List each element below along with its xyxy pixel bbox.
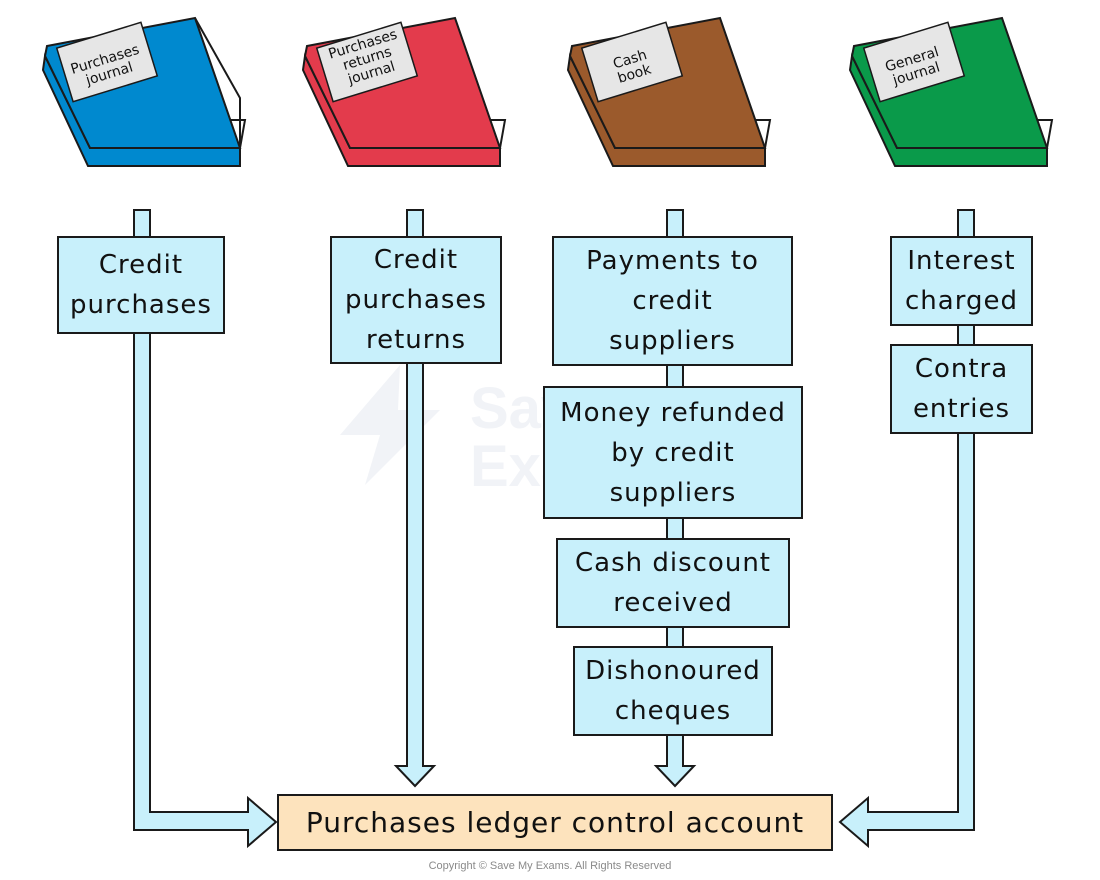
copyright-notice: Copyright © Save My Exams. All Rights Re… xyxy=(428,860,672,872)
box-payments-to-credit-suppliers: Payments to credit suppliers xyxy=(552,236,793,366)
book-general-journal xyxy=(848,16,1054,167)
book-cash-book xyxy=(566,16,772,167)
box-credit-purchases-returns: Credit purchases returns xyxy=(330,236,502,364)
book-purchases-journal xyxy=(41,16,247,167)
box-contra-entries: Contra entries xyxy=(890,344,1033,434)
box-interest-charged: Interest charged xyxy=(890,236,1033,326)
box-cash-discount-received: Cash discount received xyxy=(556,538,790,628)
box-dishonoured-cheques: Dishonoured cheques xyxy=(573,646,773,736)
box-purchases-ledger-control-account: Purchases ledger control account xyxy=(277,794,833,851)
box-credit-purchases: Credit purchases xyxy=(57,236,225,334)
book-purchases-returns-journal xyxy=(301,16,507,167)
box-money-refunded: Money refunded by credit suppliers xyxy=(543,386,803,519)
